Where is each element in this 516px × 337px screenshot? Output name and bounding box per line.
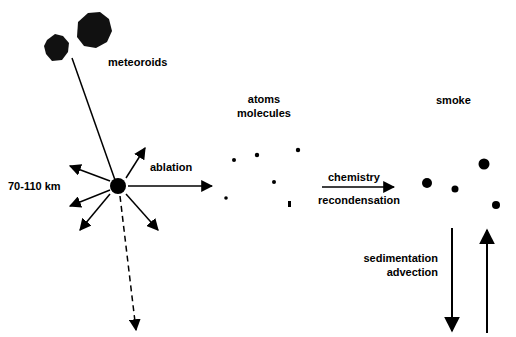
atom-dots <box>224 148 300 207</box>
smoke-label: smoke <box>436 93 471 107</box>
ablation-arrows <box>70 148 212 330</box>
sedimentation-arrow <box>451 228 453 331</box>
process-label: chemistry <box>328 170 380 184</box>
chemistry-arrow <box>322 186 394 188</box>
process-label: recondensation <box>318 193 400 207</box>
meteoroid-large <box>77 12 112 48</box>
smoke-particles <box>422 159 500 210</box>
meteoroids-label: meteoroids <box>108 55 167 69</box>
meteoroid-small <box>44 34 69 61</box>
transport-label: sedimentation advection <box>342 251 438 279</box>
species-label: atoms molecules <box>226 92 302 120</box>
advection-arrow <box>486 230 488 333</box>
ablating-meteor <box>110 178 126 194</box>
process-label: ablation <box>150 160 192 174</box>
altitude-label: 70-110 km <box>8 179 61 193</box>
meteor-trail <box>72 58 115 180</box>
